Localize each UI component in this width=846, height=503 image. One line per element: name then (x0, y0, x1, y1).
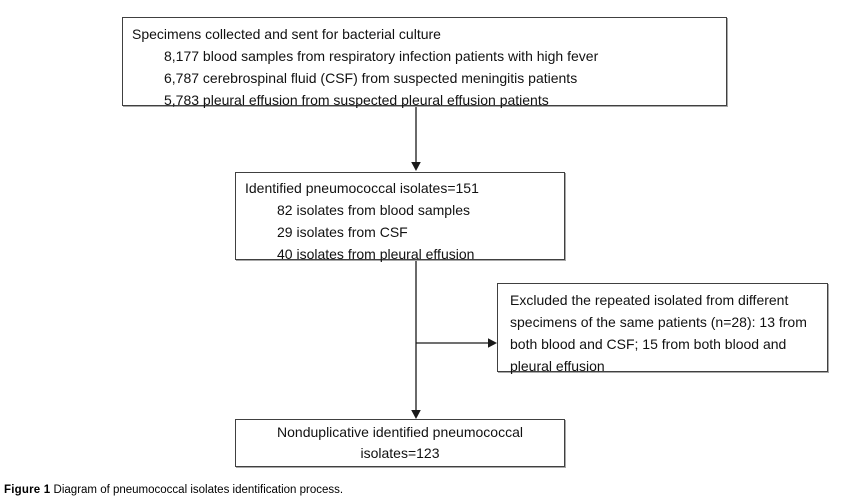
identified-isolates-box: Identified pneumococcal isolates=151 82 … (235, 172, 565, 262)
identified-title: Identified pneumococcal isolates=151 (245, 180, 479, 196)
figure-caption-label: Figure 1 (4, 484, 51, 496)
identified-item-pleural: 40 isolates from pleural effusion (277, 246, 475, 262)
specimens-box: Specimens collected and sent for bacteri… (122, 17, 727, 108)
excluded-box: Excluded the repeated isolated from diff… (497, 283, 828, 374)
figure-caption: Figure 1 Diagram of pneumococcal isolate… (4, 483, 343, 498)
arrow-specimens-to-identified (411, 106, 421, 171)
identified-item-csf: 29 isolates from CSF (277, 224, 408, 240)
identified-item-blood: 82 isolates from blood samples (277, 202, 470, 218)
nonduplicative-text: Nonduplicative identified pneumococcal i… (277, 424, 523, 461)
specimens-item-csf: 6,787 cerebrospinal fluid (CSF) from sus… (164, 70, 578, 86)
specimens-title: Specimens collected and sent for bacteri… (132, 26, 441, 42)
specimens-item-pleural: 5,783 pleural effusion from suspected pl… (164, 92, 549, 108)
arrow-branch-to-excluded (416, 338, 497, 348)
excluded-text: Excluded the repeated isolated from diff… (510, 292, 807, 374)
nonduplicative-box: Nonduplicative identified pneumococcal i… (235, 419, 565, 467)
specimens-item-blood: 8,177 blood samples from respiratory inf… (164, 48, 599, 64)
arrow-identified-to-nonduplicative (411, 261, 421, 419)
figure-caption-text: Diagram of pneumococcal isolates identif… (50, 484, 344, 496)
